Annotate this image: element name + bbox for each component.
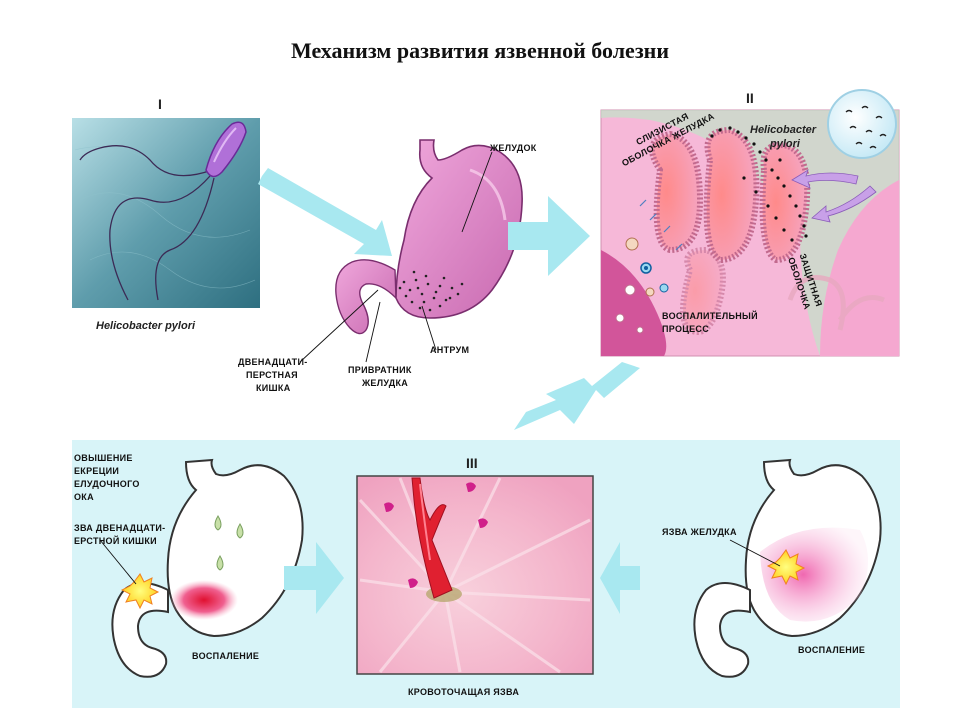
label-duodenum-1: ДВЕНАДЦАТИ- — [238, 357, 308, 367]
mucosa-panel — [600, 89, 900, 357]
label-duodenal-ulcer-2: ЕРСТНОЙ КИШКИ — [74, 536, 157, 546]
page-title: Механизм развития язвенной болезни — [290, 38, 670, 63]
label-secretion-1: ОВЫШЕНИЕ — [74, 453, 133, 463]
label-pylorus-2: ЖЕЛУДКА — [362, 378, 409, 388]
label-inflammation-1: ВОСПАЛИТЕЛЬНЫЙ — [662, 311, 758, 321]
arrow-right-to-stage3 — [600, 542, 640, 614]
label-antrum: АНТРУМ — [430, 345, 470, 355]
label-hp-line1: Helicobacter — [750, 124, 817, 136]
label-duodenum-2: ПЕРСТНАЯ — [246, 370, 298, 380]
label-secretion-2: ЕКРЕЦИИ — [74, 466, 120, 476]
label-gastric-ulcer: ЯЗВА ЖЕЛУДКА — [662, 527, 737, 537]
right-stomach — [693, 458, 882, 678]
label-stomach: ЖЕЛУДОК — [490, 143, 537, 153]
left-stomach — [99, 458, 304, 678]
label-bleeding-ulcer: КРОВОТОЧАЩАЯ ЯЗВА — [408, 687, 520, 697]
bacterium-caption: Helicobacter pylori — [96, 320, 196, 332]
label-right-inflammation: ВОСПАЛЕНИЕ — [798, 645, 866, 655]
label-hp-line2: pylori — [770, 138, 800, 150]
bacterium-micrograph — [72, 118, 260, 308]
label-pylorus-1: ПРИВРАТНИК — [348, 365, 412, 375]
label-inflammation-2: ПРОЦЕСС — [662, 324, 710, 334]
label-duodenum-3: КИШКА — [256, 383, 291, 393]
label-secretion-3: ЕЛУДОЧНОГО — [74, 479, 140, 489]
arrow-stage2-to-stage3 — [514, 362, 640, 430]
bleeding-panel — [356, 475, 594, 675]
stage-label-2: II — [746, 90, 754, 106]
arrow-stage1-to-stomach — [258, 168, 392, 256]
label-left-inflammation: ВОСПАЛЕНИЕ — [192, 651, 260, 661]
stomach-anatomy — [299, 139, 523, 363]
arrow-left-to-stage3 — [284, 542, 344, 614]
stage-label-3: III — [466, 455, 478, 471]
label-duodenal-ulcer-1: ЗВА ДВЕНАДЦАТИ- — [74, 523, 166, 533]
stage-label-1: I — [158, 96, 162, 112]
arrow-stomach-to-stage2 — [508, 196, 590, 276]
label-secretion-4: ОКА — [74, 492, 94, 502]
